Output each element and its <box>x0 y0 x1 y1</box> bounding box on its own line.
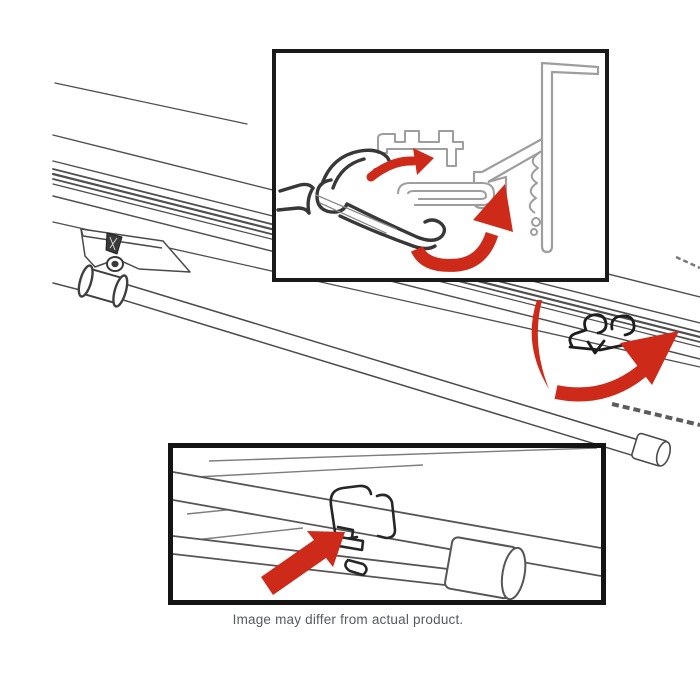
push-arrow-icon <box>261 531 345 595</box>
dashed-rail-segment <box>611 255 700 427</box>
pole-end-cap <box>631 432 672 467</box>
pole-cap <box>444 536 527 600</box>
caption-text: Image may differ from actual product. <box>232 612 464 627</box>
profile-ribs <box>528 152 540 214</box>
insert-arrow-icon <box>366 148 434 182</box>
inset-cross-section-panel <box>272 49 609 282</box>
curved-swoosh-arrow-icon <box>554 331 679 402</box>
wall-profile <box>472 61 600 254</box>
cross-section-drawing <box>276 61 600 272</box>
rafter-pole <box>106 279 643 459</box>
rotate-arrow-icon <box>411 184 513 272</box>
motion-crescent-icon <box>531 300 549 389</box>
inset-closeup-panel <box>168 443 606 605</box>
closeup-drawing <box>173 448 601 600</box>
clamp-sleeve <box>77 264 129 308</box>
mounting-bracket <box>80 228 191 273</box>
